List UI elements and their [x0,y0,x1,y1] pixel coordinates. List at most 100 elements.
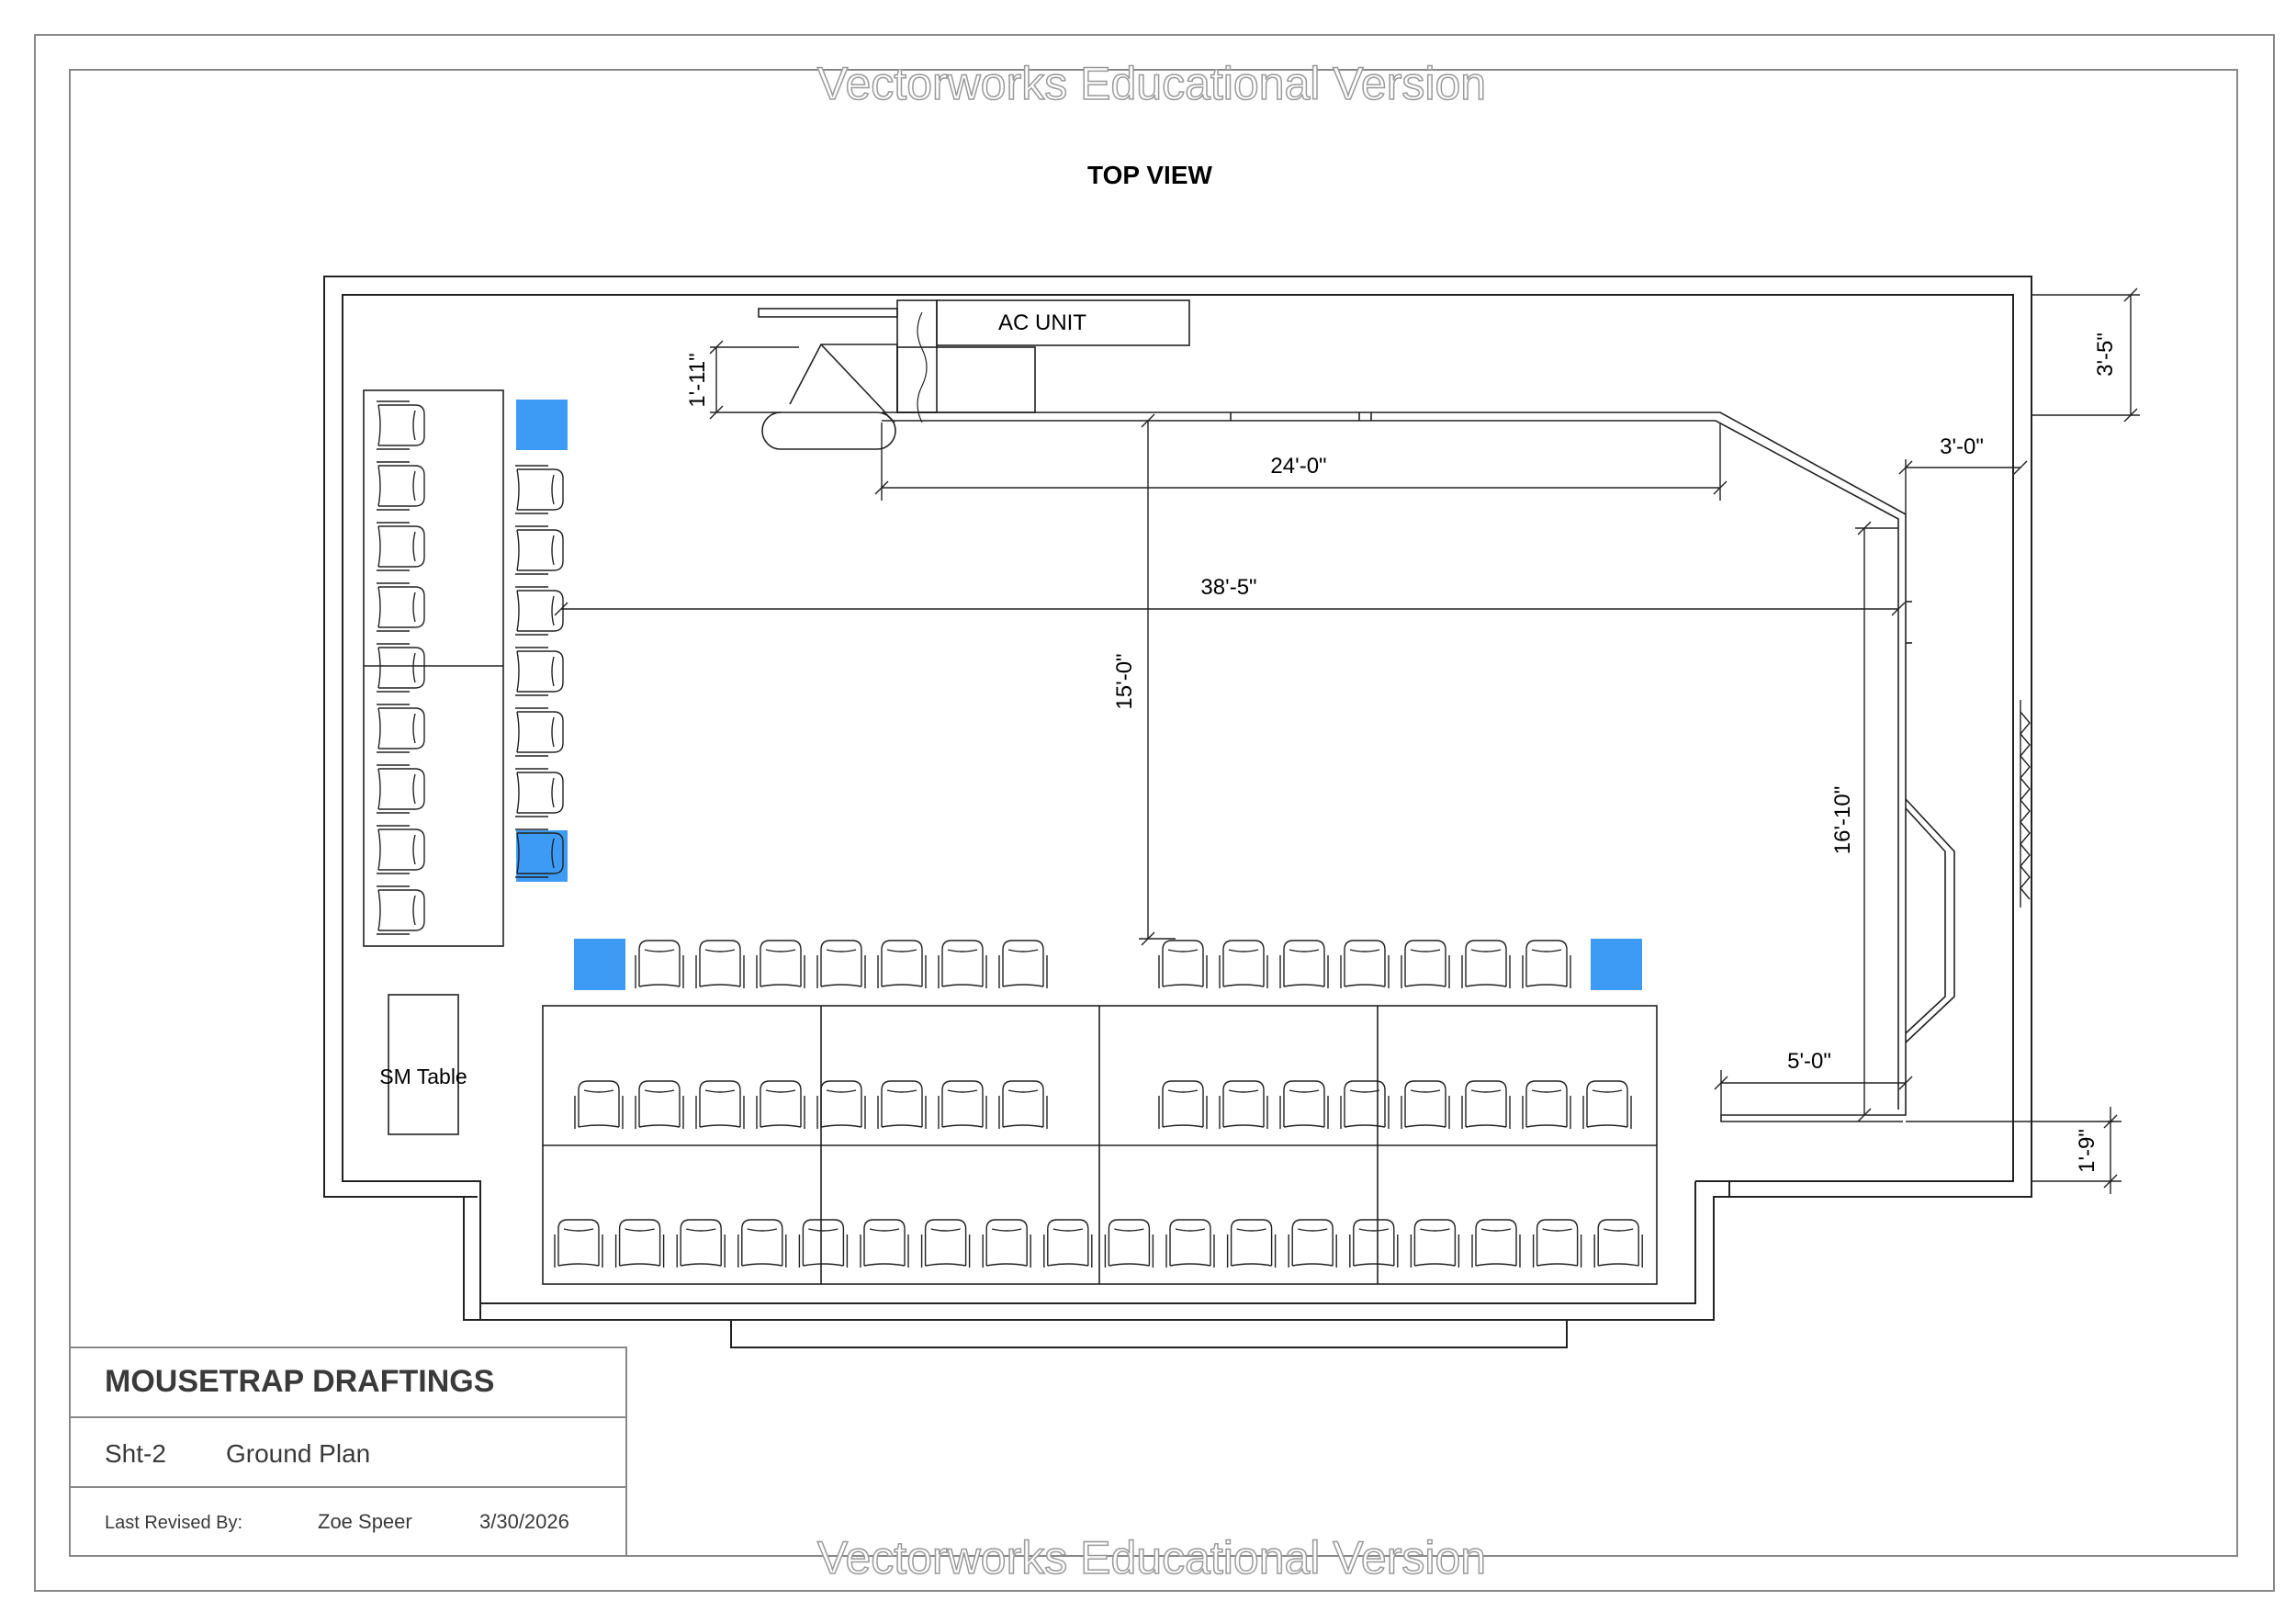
chair [515,768,564,817]
chair [377,825,425,874]
stage-edge [882,411,1955,1122]
sheet-number: Sht-2 [105,1439,166,1468]
chair [377,764,425,814]
chair [1043,1219,1093,1268]
chair [377,400,425,450]
chair [515,525,564,575]
chair [377,643,425,693]
dim-ac-depth: 1'-11" [685,353,710,407]
chair [515,465,564,514]
chair [938,940,987,988]
bottom-seating-platform [542,1005,1658,1285]
dim-top-offset: 3'-5" [2093,332,2118,377]
chair [756,1080,805,1129]
blue-blocks [516,400,1642,990]
chair [676,1219,726,1268]
chair [816,940,866,988]
inner-border [69,69,2238,1557]
chair [614,1219,665,1268]
chair [1219,1080,1268,1129]
chair [920,1219,971,1268]
chair [377,461,425,511]
chair [1349,1219,1399,1268]
dim-full-width: 38'-5" [1200,575,1256,600]
chair [1461,940,1511,988]
dim-right-run: 16'-10" [1830,786,1855,854]
sm-table [388,994,459,1135]
chair [515,707,564,757]
chair [574,1080,624,1129]
chair [1219,940,1268,988]
view-title: TOP VIEW [1087,161,1212,189]
chair [1226,1219,1277,1268]
chair [1471,1219,1521,1268]
dim-depth: 15'-0" [1112,653,1137,709]
chair [938,1080,987,1129]
blue-block [1591,939,1642,990]
chair [1158,940,1208,988]
chair [982,1219,1031,1268]
chair [515,586,564,636]
chair [1401,940,1450,988]
chair [1461,1080,1511,1129]
chair [1340,940,1390,988]
chair [515,828,564,878]
watermark-top: Vectorworks Educational Version [817,58,1486,109]
outer-border [34,34,2275,1592]
chair [1522,1080,1571,1129]
chair [1158,1080,1208,1129]
chair [1165,1219,1215,1268]
blue-block [516,400,568,450]
dim-angled-offset: 3'-0" [1940,434,1984,459]
dim-top-run: 24'-0" [1270,454,1326,479]
company-name: MOUSETRAP DRAFTINGS [105,1364,494,1399]
revised-date: 3/30/2026 [479,1510,569,1533]
chair [1532,1219,1582,1268]
chair [798,1219,849,1268]
chair [998,940,1048,988]
chair [1593,1219,1643,1268]
chair [515,647,564,696]
chair [1104,1219,1154,1268]
sm-table-label: SM Table [379,1065,467,1088]
chair [877,940,927,988]
chair [816,1080,866,1129]
chair [377,522,425,571]
watermark-bottom: Vectorworks Educational Version [817,1532,1486,1584]
dimension-lines [554,287,2140,1194]
sheet-name: Ground Plan [226,1439,370,1468]
revised-by: Zoe Speer [318,1510,412,1533]
chair [1340,1080,1390,1129]
dim-bottom-offset: 1'-9" [2075,1129,2099,1173]
ac-unit-assembly [758,299,1190,450]
title-block [69,1347,627,1557]
chair [998,1080,1048,1129]
chair-groups [377,400,1643,1268]
chair [635,1080,684,1129]
chair [377,582,425,632]
chair [860,1219,909,1268]
left-seating-platform [363,389,504,947]
room-walls [323,276,2032,1348]
chair [1279,1080,1329,1129]
revised-label: Last Revised By: [105,1513,242,1533]
chair [377,704,425,753]
chair [1410,1219,1460,1268]
chair [1582,1080,1632,1129]
chair [877,1080,927,1129]
dim-bottom-run: 5'-0" [1787,1049,1831,1074]
chair [737,1219,787,1268]
chair [756,940,805,988]
chair [695,940,745,988]
chair [1522,940,1571,988]
chair [695,1080,745,1129]
chair [1279,940,1329,988]
chair [1288,1219,1337,1268]
ac-unit-label: AC UNIT [998,310,1086,335]
chair [1401,1080,1450,1129]
window-curtain [2012,700,2031,907]
chair [635,940,684,988]
chair [377,885,425,935]
blue-block [574,939,625,990]
chair [554,1219,603,1268]
